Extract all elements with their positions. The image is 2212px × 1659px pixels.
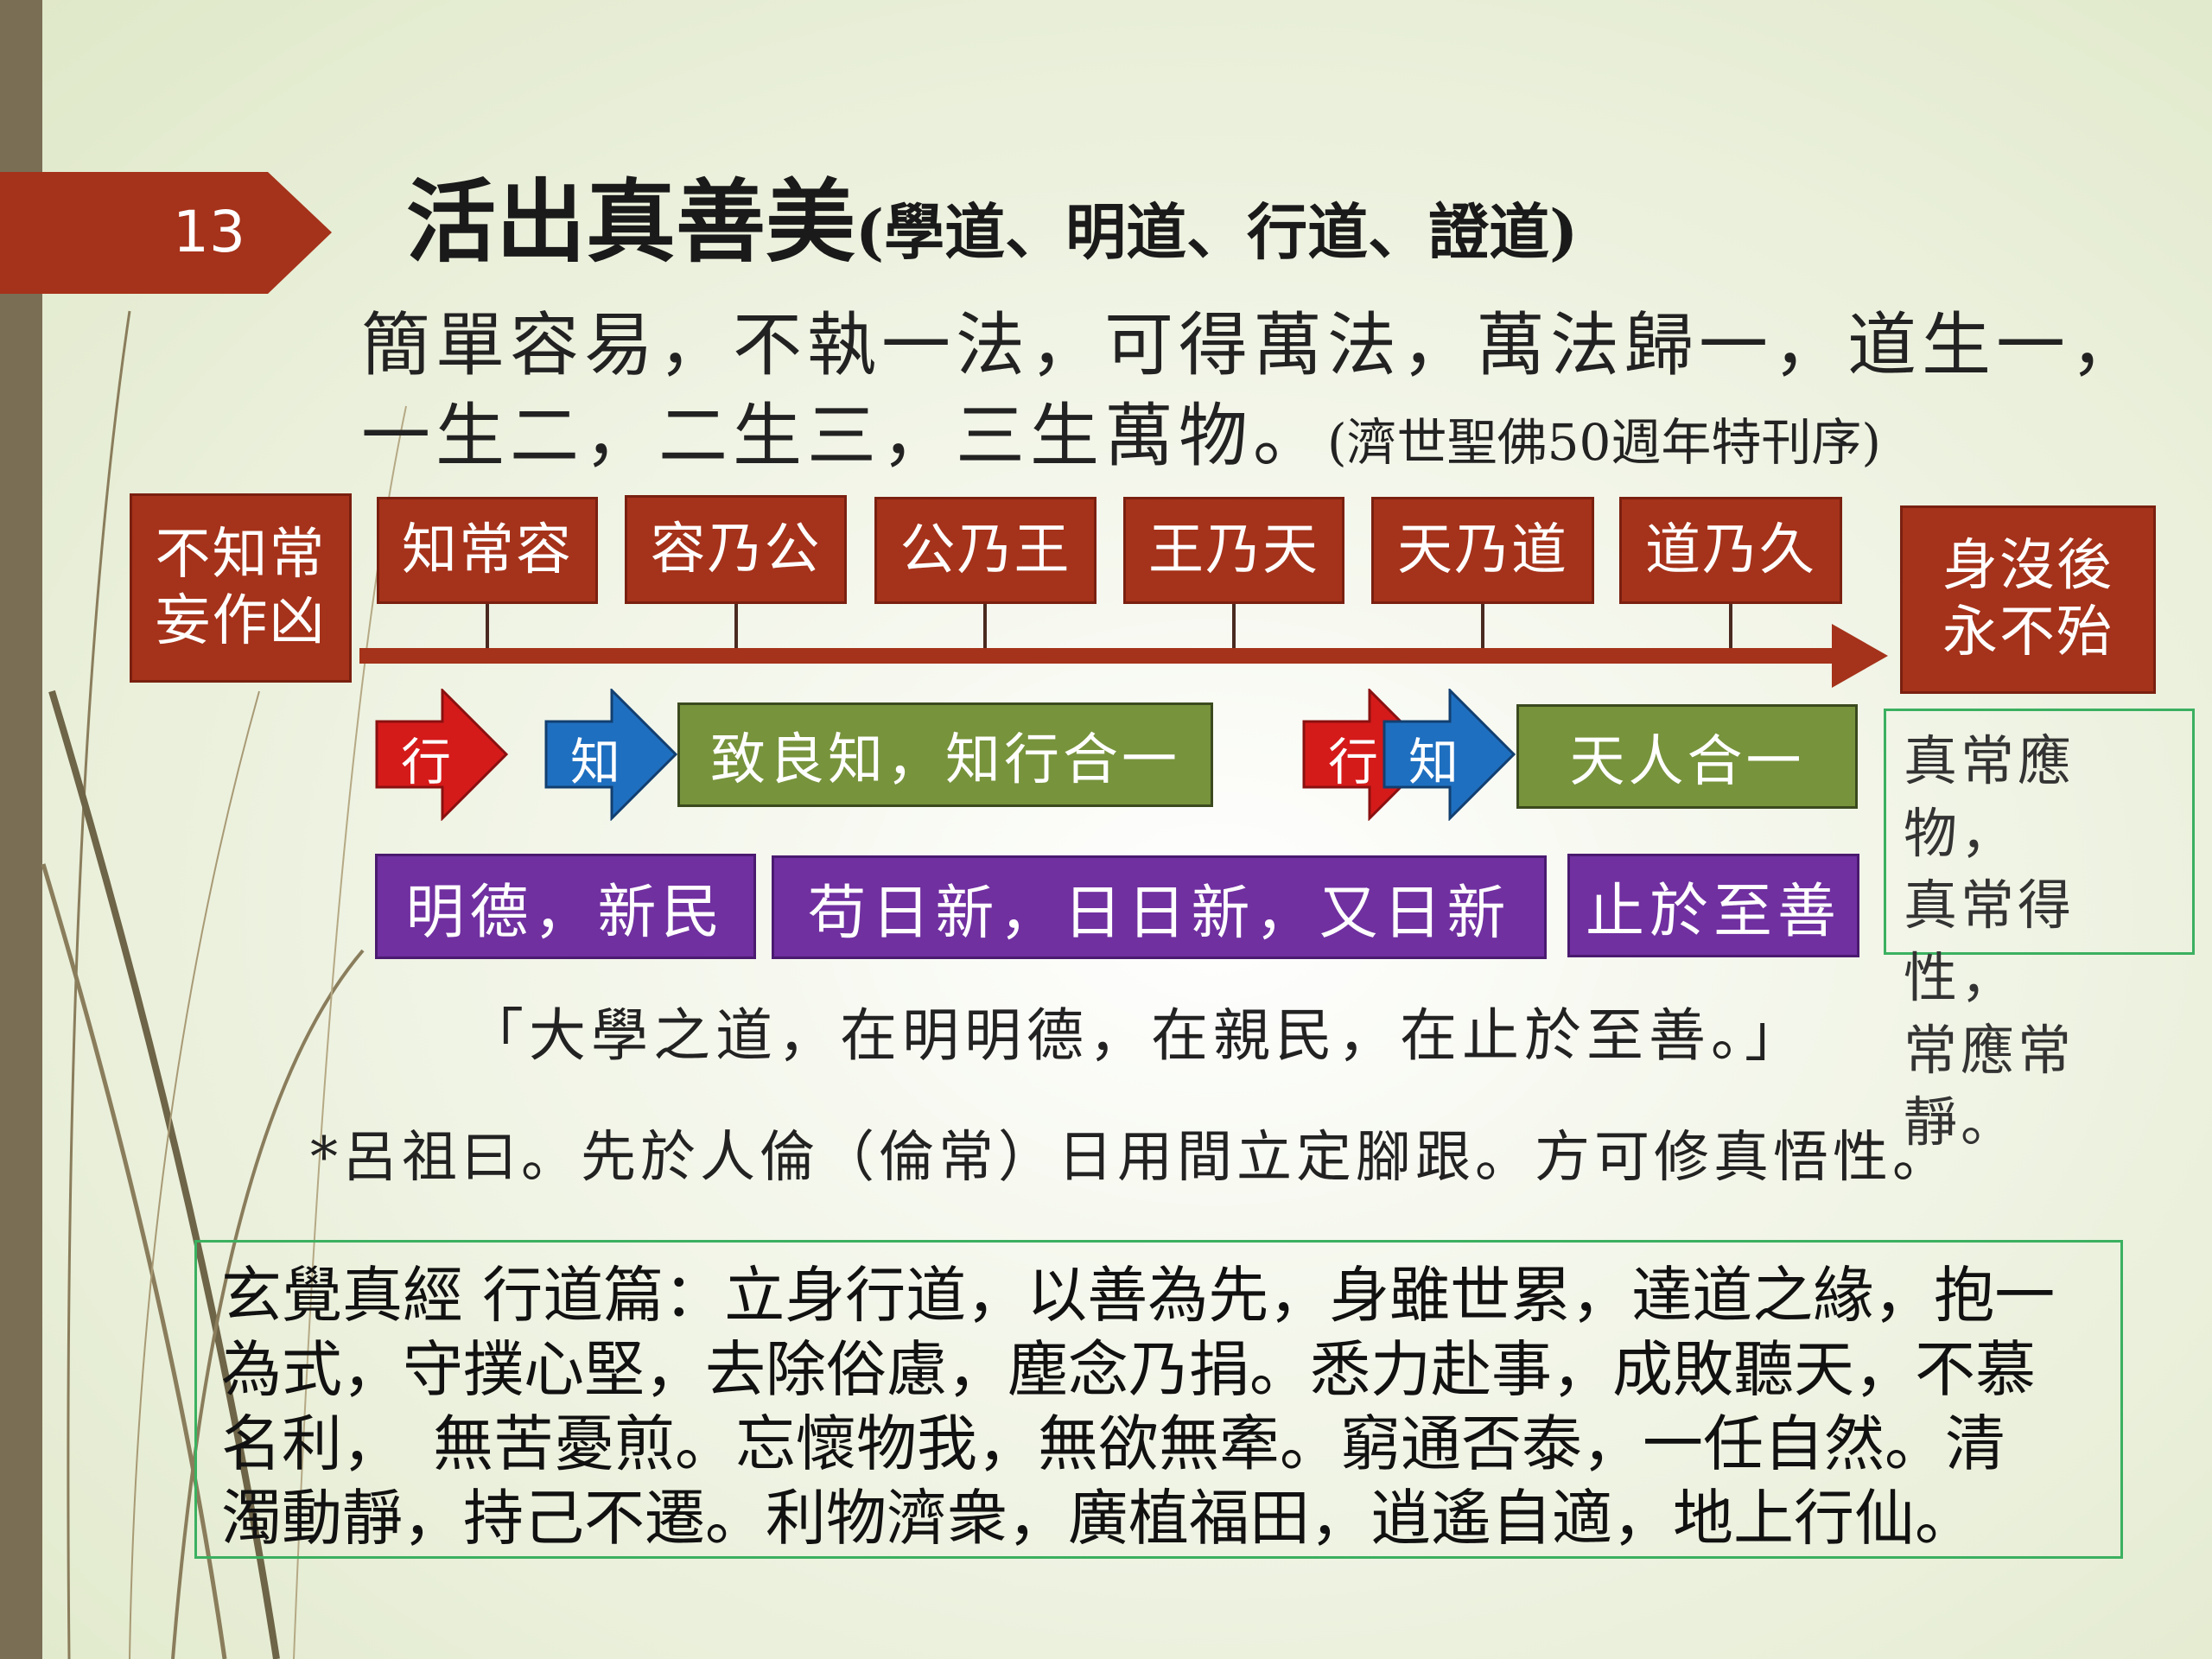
scripture-line: 玄覺真經 行道篇：立身行道，以善為先，身雖世累，達道之緣，抱一 <box>221 1260 2056 1331</box>
intro-line-2-text: 一生二，二生三，三生萬物。 <box>361 396 1327 476</box>
zhi-label: 知 <box>570 733 621 791</box>
timeline-step: 天乃道 <box>1371 497 1594 604</box>
zhi-arrow-icon: 知 <box>1382 687 1516 822</box>
start-line-2: 妄作凶 <box>155 588 327 653</box>
purple-box-1: 明德，新民 <box>375 854 756 959</box>
connector <box>983 604 987 656</box>
timeline-arrowhead-icon <box>1832 624 1888 688</box>
end-line-2: 永不殆 <box>1942 601 2113 664</box>
start-line-1: 不知常 <box>155 522 327 587</box>
timeline-step: 王乃天 <box>1123 497 1344 604</box>
slide-number-tab <box>0 172 332 294</box>
title-sub: (學道、明道、行道、證道) <box>855 196 1579 268</box>
luzu-note: *呂祖曰。先於人倫（倫常）日用間立定腳跟。方可修真悟性。 <box>310 1126 1952 1190</box>
purple-box-3: 止於至善 <box>1567 854 1859 957</box>
scripture-line: 為式，守撲心堅，去除俗慮，塵念乃捐。悉力赴事，成敗聽天，不慕 <box>221 1334 2036 1405</box>
title-main: 活出真善美 <box>406 168 856 275</box>
connector <box>1232 604 1236 656</box>
xing-label: 行 <box>1328 733 1379 791</box>
side-line: 真常得性， <box>1904 874 2075 1010</box>
scripture-box: 玄覺真經 行道篇：立身行道，以善為先，身雖世累，達道之緣，抱一 為式，守撲心堅，… <box>194 1240 2123 1559</box>
connector <box>486 604 489 656</box>
connector <box>1481 604 1484 656</box>
timeline-step: 公乃王 <box>874 497 1096 604</box>
zhi-arrow-icon: 知 <box>544 687 678 822</box>
timeline-step: 道乃久 <box>1619 497 1842 604</box>
timeline-arrow-line <box>359 648 1846 664</box>
timeline-step: 容乃公 <box>625 495 847 604</box>
end-line-1: 身沒後 <box>1942 534 2113 599</box>
xing-arrow-icon: 行 <box>375 687 509 822</box>
green-box-1: 致良知，知行合一 <box>677 702 1213 807</box>
timeline-end-box: 身沒後永不殆 <box>1900 505 2156 694</box>
purple-box-2: 苟日新，日日新，又日新 <box>772 855 1547 959</box>
slide-title: 活出真善美(學道、明道、行道、證道) <box>406 149 1578 279</box>
daxue-quote: 「大學之道，在明明德，在親民，在止於至善。」 <box>467 1002 1807 1069</box>
side-box: 真常應物，真常得性，常應常靜。 <box>1884 709 2195 1154</box>
decorative-lines <box>41 310 407 1659</box>
intro-line-2: 一生二，二生三，三生萬物。(濟世聖佛50週年特刊序) <box>361 380 1881 480</box>
timeline-step: 知常容 <box>377 497 598 604</box>
timeline-start-box: 不知常妄作凶 <box>130 493 352 683</box>
intro-source: (濟世聖佛50週年特刊序) <box>1327 413 1882 472</box>
side-line: 真常應物， <box>1904 729 2075 865</box>
connector <box>1729 604 1732 656</box>
zhi-label: 知 <box>1408 733 1459 791</box>
green-box-2: 天人合一 <box>1516 704 1858 809</box>
connector <box>734 604 738 656</box>
xing-label: 行 <box>401 733 452 791</box>
scripture-line: 濁動靜，持己不遷。利物濟衆，廣植福田，逍遙自適，地上行仙。 <box>221 1483 1975 1554</box>
side-line: 常應常靜。 <box>1904 1018 2075 1154</box>
scripture-line: 名利， 無苦憂煎。忘懷物我，無欲無牽。窮通否泰，一任自然。清 <box>221 1408 2005 1479</box>
intro-line-1: 簡單容易，不執一法，可得萬法，萬法歸一，道生一， <box>361 305 2145 385</box>
slide-number: 13 <box>173 199 245 265</box>
